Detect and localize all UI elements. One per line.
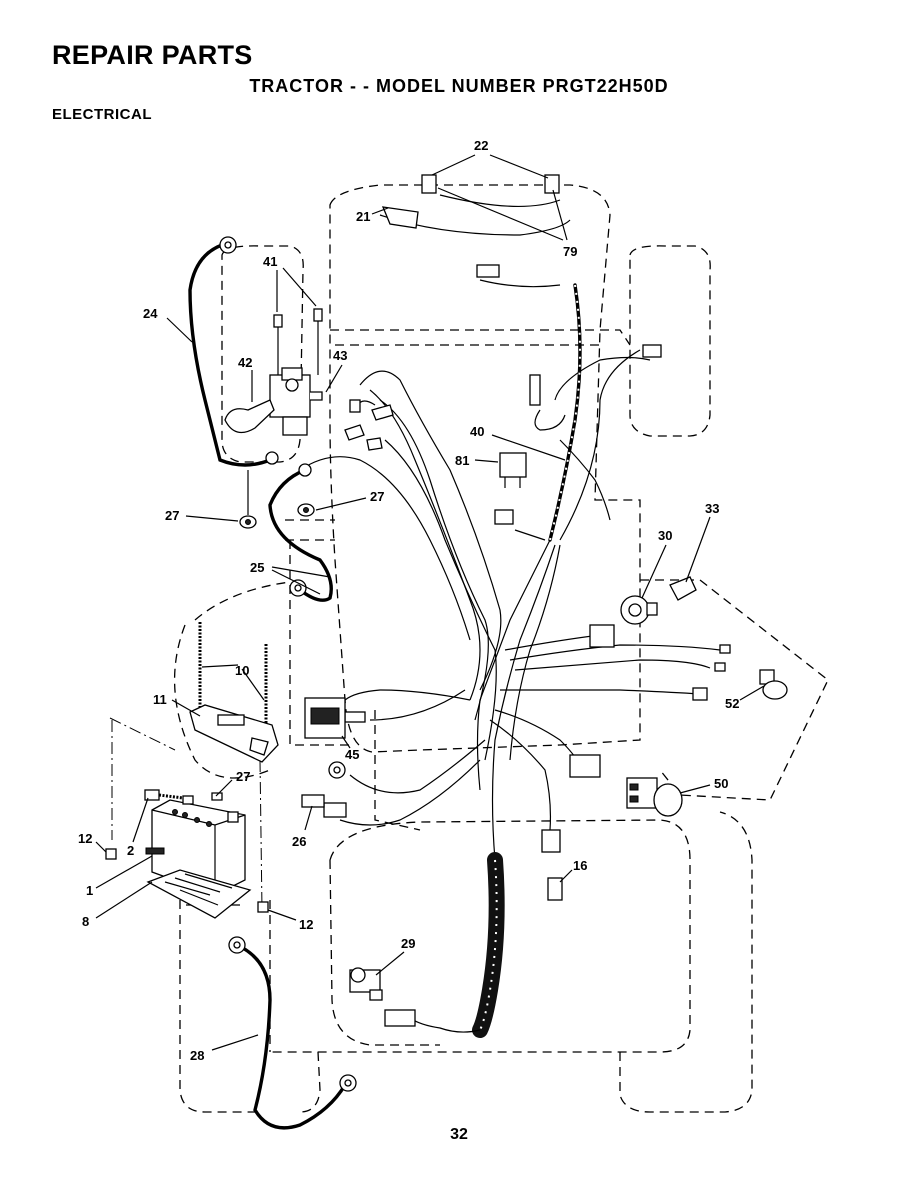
- section-title: ELECTRICAL: [52, 106, 152, 123]
- clip-12a: [105, 848, 117, 860]
- callout-8: 8: [82, 914, 89, 929]
- clip-12b: [257, 901, 269, 913]
- relay: [499, 452, 527, 488]
- cable-25: [268, 468, 333, 602]
- cable-24: [188, 243, 272, 467]
- callout-45: 45: [345, 747, 359, 762]
- terminal-boot: [224, 399, 275, 434]
- pto-switch: [669, 576, 697, 601]
- battery-bolt: [144, 789, 184, 801]
- callout-22: 22: [474, 138, 488, 153]
- page-title: REPAIR PARTS: [52, 40, 253, 70]
- battery-tray: [146, 869, 252, 919]
- callout-27: 27: [236, 769, 250, 784]
- model-subtitle: TRACTOR - - MODEL NUMBER PRGT22H50D: [249, 76, 669, 96]
- callout-10: 10: [235, 663, 249, 678]
- light-bulb: [759, 669, 788, 700]
- ignition-switch: [620, 595, 658, 625]
- nuts-27: [239, 470, 315, 529]
- callout-33: 33: [705, 501, 719, 516]
- callout-26: 26: [292, 834, 306, 849]
- callout-52: 52: [725, 696, 739, 711]
- callout-41: 41: [263, 254, 277, 269]
- electronic-module: [304, 697, 346, 739]
- wire-harness: [299, 194, 721, 861]
- callout-27: 27: [165, 508, 179, 523]
- callout-42: 42: [238, 355, 252, 370]
- callout-12: 12: [78, 831, 92, 846]
- callout-27: 27: [370, 489, 384, 504]
- callout-30: 30: [658, 528, 672, 543]
- leader-lines: [95, 154, 765, 1051]
- callout-labels: 22 21 79 41 24 42 43 40 81 27 27 33 30 2…: [78, 138, 739, 1063]
- callout-24: 24: [143, 306, 158, 321]
- battery-hold-down: [189, 704, 279, 763]
- harness-conduit-upper: [548, 283, 582, 542]
- harness-conduit-lower: [409, 852, 505, 1038]
- callout-2: 2: [127, 843, 134, 858]
- callout-28: 28: [190, 1048, 204, 1063]
- cable-28: [235, 943, 347, 1130]
- callout-81: 81: [455, 453, 469, 468]
- callout-11: 11: [153, 692, 167, 707]
- callout-29: 29: [401, 936, 415, 951]
- callout-43: 43: [333, 348, 347, 363]
- callout-21: 21: [356, 209, 370, 224]
- callout-16: 16: [573, 858, 587, 873]
- ring-terminals: [219, 236, 357, 1092]
- starter-solenoid: [269, 308, 323, 436]
- headlight-switch: [626, 777, 683, 817]
- callout-25: 25: [250, 560, 264, 575]
- callout-1: 1: [86, 883, 93, 898]
- page-number: 32: [450, 1126, 468, 1143]
- seat-switch: [349, 967, 383, 1001]
- j-bolts: [198, 622, 268, 728]
- callout-40: 40: [470, 424, 484, 439]
- callout-12: 12: [299, 917, 313, 932]
- harness-connectors: [301, 174, 731, 1027]
- callout-79: 79: [563, 244, 577, 259]
- callout-50: 50: [714, 776, 728, 791]
